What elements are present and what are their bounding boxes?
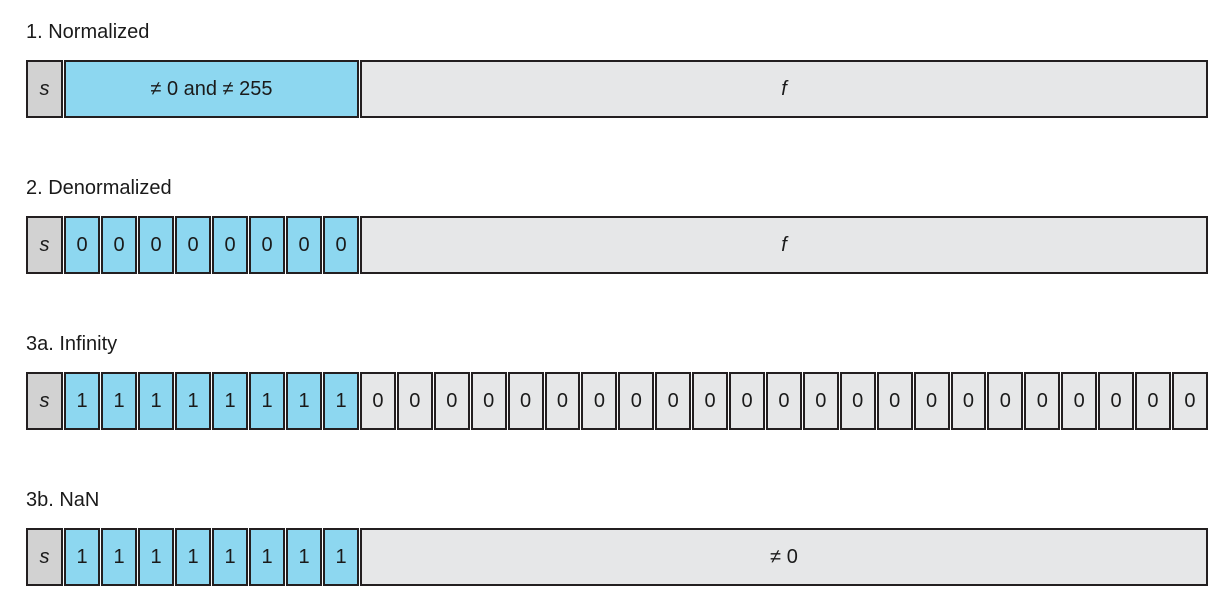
fraction-bit-cell: 0 — [987, 372, 1024, 430]
fraction-bit-cell: 0 — [692, 372, 729, 430]
fraction-bit-cell: 0 — [913, 372, 950, 430]
fraction-bit-cell: 0 — [360, 372, 396, 430]
sign-bit-cell: s — [26, 528, 63, 586]
exponent-bit-cell: 1 — [64, 528, 100, 586]
exponent-bit-cell: 1 — [212, 528, 248, 586]
exponent-bit-cell: 0 — [323, 216, 359, 274]
fraction-bit-cell: 0 — [396, 372, 433, 430]
sign-bit-cell: s — [26, 372, 63, 430]
section-title-denormalized: 2. Denormalized — [26, 177, 172, 199]
sign-bit-cell: s — [26, 216, 63, 274]
exponent-bit-cell: 1 — [175, 528, 211, 586]
fraction-bit-cell: 0 — [1135, 372, 1171, 430]
exponent-bit-cell: 0 — [138, 216, 174, 274]
section-title-nan: 3b. NaN — [26, 489, 100, 511]
exponent-bit-cell: 1 — [138, 528, 174, 586]
exponent-bit-cell: 0 — [101, 216, 137, 274]
fraction-bit-cell: 0 — [1171, 372, 1208, 430]
fraction-field-cell: ≠ 0 — [360, 528, 1208, 586]
exponent-bit-cell: 1 — [286, 528, 322, 586]
exponent-bit-cell: 0 — [249, 216, 285, 274]
fraction-bit-cell: 0 — [876, 372, 913, 430]
exponent-bit-cell: 1 — [323, 372, 359, 430]
fraction-bit-cell: 0 — [729, 372, 765, 430]
fraction-field-cell: f — [360, 216, 1208, 274]
fraction-bit-cell: 0 — [433, 372, 470, 430]
exponent-bit-cell: 1 — [323, 528, 359, 586]
exponent-bit-cell: 1 — [175, 372, 211, 430]
fraction-field-cell: f — [360, 60, 1208, 118]
fraction-bit-cell: 0 — [950, 372, 987, 430]
fraction-bit-cell: 0 — [1061, 372, 1098, 430]
exponent-field-cell: ≠ 0 and ≠ 255 — [64, 60, 359, 118]
exponent-bit-cell: 1 — [64, 372, 100, 430]
exponent-bit-cell: 0 — [286, 216, 322, 274]
fraction-bit-cell: 0 — [470, 372, 507, 430]
sign-bit-cell: s — [26, 60, 63, 118]
fraction-bit-cell: 0 — [655, 372, 692, 430]
fraction-bit-cell: 0 — [839, 372, 876, 430]
exponent-bit-cell: 1 — [101, 372, 137, 430]
exponent-bit-cell: 1 — [249, 528, 285, 586]
fraction-bit-cell: 0 — [1024, 372, 1061, 430]
fraction-bit-cell: 0 — [618, 372, 655, 430]
section-title-normalized: 1. Normalized — [26, 21, 150, 43]
exponent-bit-cell: 0 — [64, 216, 100, 274]
exponent-bit-cell: 1 — [212, 372, 248, 430]
fraction-bit-cell: 0 — [802, 372, 839, 430]
exponent-bit-cell: 1 — [249, 372, 285, 430]
exponent-bit-cell: 1 — [286, 372, 322, 430]
fraction-bit-cell: 0 — [507, 372, 544, 430]
fraction-bit-cell: 0 — [581, 372, 618, 430]
exponent-bit-cell: 1 — [101, 528, 137, 586]
exponent-bit-cell: 0 — [175, 216, 211, 274]
exponent-bit-cell: 1 — [138, 372, 174, 430]
fraction-bit-cell: 0 — [765, 372, 802, 430]
section-title-infinity: 3a. Infinity — [26, 333, 118, 355]
exponent-bit-cell: 0 — [212, 216, 248, 274]
fraction-bit-cell: 0 — [1098, 372, 1135, 430]
fraction-bit-cell: 0 — [544, 372, 581, 430]
